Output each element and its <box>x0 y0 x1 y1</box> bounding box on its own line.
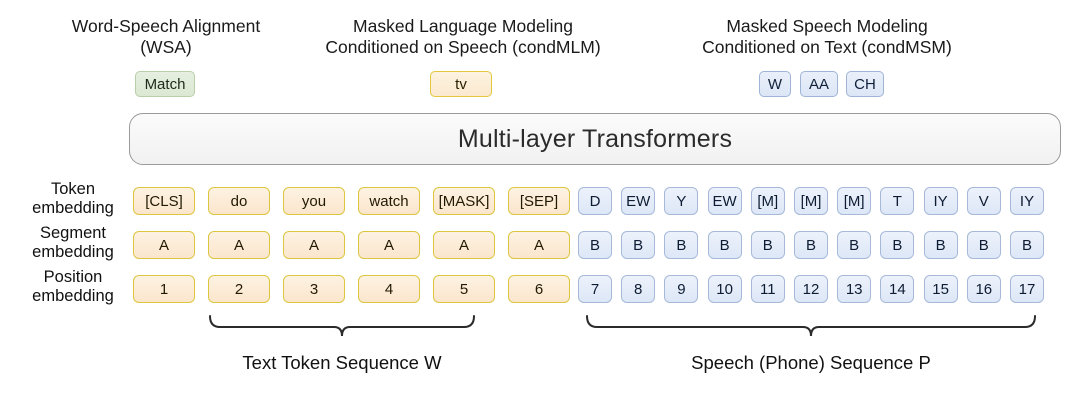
position-embedding-cell: 16 <box>966 275 1001 303</box>
row-label-position-embedding: Position embedding <box>18 268 128 306</box>
token-embedding-cell: [M] <box>750 187 785 215</box>
segment-embedding-cell: B <box>707 231 742 259</box>
segment-embedding-cell: A <box>433 231 495 259</box>
task-header-condmlm: Masked Language Modeling Conditioned on … <box>291 16 635 58</box>
task-title-line2: Conditioned on Speech (condMLM) <box>325 37 601 57</box>
task-title-line1: Masked Speech Modeling <box>726 16 928 36</box>
segment-embedding-cell: B <box>750 231 785 259</box>
segment-embedding-cell: B <box>880 231 915 259</box>
task-title-line1: Masked Language Modeling <box>353 16 573 36</box>
segment-embedding-cell: A <box>208 231 270 259</box>
segment-embedding-cell: B <box>837 231 872 259</box>
position-embedding-cell: 5 <box>433 275 495 303</box>
position-embedding-cell: 10 <box>707 275 742 303</box>
output-badge-w[interactable]: W <box>759 71 791 97</box>
output-badge-ch[interactable]: CH <box>846 71 884 97</box>
segment-embedding-cell: B <box>1010 231 1044 259</box>
row-label-line1: Position <box>43 268 103 286</box>
row-label-line1: Segment <box>39 224 107 242</box>
output-badge-tv[interactable]: tv <box>430 71 492 97</box>
position-embedding-cell: 14 <box>880 275 915 303</box>
position-embedding-cell: 2 <box>208 275 270 303</box>
position-embedding-cell: 4 <box>358 275 420 303</box>
token-embedding-cell: IY <box>1010 187 1044 215</box>
brace-text-sequence <box>209 315 475 337</box>
position-embedding-cell: 12 <box>794 275 828 303</box>
token-embedding-cell: watch <box>358 187 420 215</box>
token-embedding-cell: D <box>578 187 612 215</box>
token-embedding-cell: EW <box>621 187 656 215</box>
caption-text-sequence: Text Token Sequence W <box>242 352 442 373</box>
position-embedding-cell: 6 <box>508 275 570 303</box>
row-label-line1: Token <box>50 180 96 198</box>
caption-speech-sequence: Speech (Phone) Sequence P <box>691 352 931 373</box>
position-embedding-cell: 11 <box>750 275 785 303</box>
token-embedding-cell: T <box>880 187 915 215</box>
row-label-token-embedding: Token embedding <box>18 180 128 218</box>
output-badge-match[interactable]: Match <box>135 71 195 97</box>
token-embedding-cell: [SEP] <box>508 187 570 215</box>
token-embedding-cell: [M] <box>837 187 872 215</box>
encoder-label: Multi-layer Transformers <box>457 124 733 153</box>
position-embedding-cell: 15 <box>923 275 958 303</box>
token-embedding-cell: do <box>208 187 270 215</box>
position-embedding-cell: 17 <box>1010 275 1044 303</box>
row-label-line2: embedding <box>32 199 114 217</box>
segment-embedding-cell: B <box>966 231 1001 259</box>
task-title-line2: (WSA) <box>140 37 192 57</box>
token-embedding-cell: V <box>966 187 1001 215</box>
position-embedding-cell: 8 <box>621 275 656 303</box>
segment-embedding-cell: A <box>283 231 345 259</box>
position-embedding-cell: 3 <box>283 275 345 303</box>
token-embedding-cell: [CLS] <box>133 187 195 215</box>
segment-embedding-cell: B <box>923 231 958 259</box>
output-badge-aa[interactable]: AA <box>800 71 838 97</box>
segment-embedding-cell: B <box>794 231 828 259</box>
position-embedding-cell: 9 <box>664 275 699 303</box>
token-embedding-cell: you <box>283 187 345 215</box>
segment-embedding-cell: B <box>664 231 699 259</box>
segment-embedding-cell: B <box>621 231 656 259</box>
position-embedding-cell: 13 <box>837 275 872 303</box>
token-embedding-cell: EW <box>707 187 742 215</box>
position-embedding-cell: 1 <box>133 275 195 303</box>
token-embedding-cell: IY <box>923 187 958 215</box>
brace-speech-sequence <box>586 315 1036 337</box>
segment-embedding-cell: A <box>133 231 195 259</box>
token-embedding-cell: Y <box>664 187 699 215</box>
position-embedding-cell: 7 <box>578 275 612 303</box>
row-label-line2: embedding <box>32 243 114 261</box>
segment-embedding-cell: B <box>578 231 612 259</box>
token-embedding-cell: [MASK] <box>433 187 495 215</box>
row-label-line2: embedding <box>32 287 114 305</box>
segment-embedding-cell: A <box>508 231 570 259</box>
row-label-segment-embedding: Segment embedding <box>18 224 128 262</box>
task-header-wsa: Word-Speech Alignment (WSA) <box>46 16 286 58</box>
task-title-line2: Conditioned on Text (condMSM) <box>702 37 952 57</box>
task-header-condmsm: Masked Speech Modeling Conditioned on Te… <box>655 16 999 58</box>
segment-embedding-cell: A <box>358 231 420 259</box>
task-title-line1: Word-Speech Alignment <box>71 16 261 36</box>
token-embedding-cell: [M] <box>794 187 828 215</box>
multi-layer-transformers-block: Multi-layer Transformers <box>129 113 1061 165</box>
